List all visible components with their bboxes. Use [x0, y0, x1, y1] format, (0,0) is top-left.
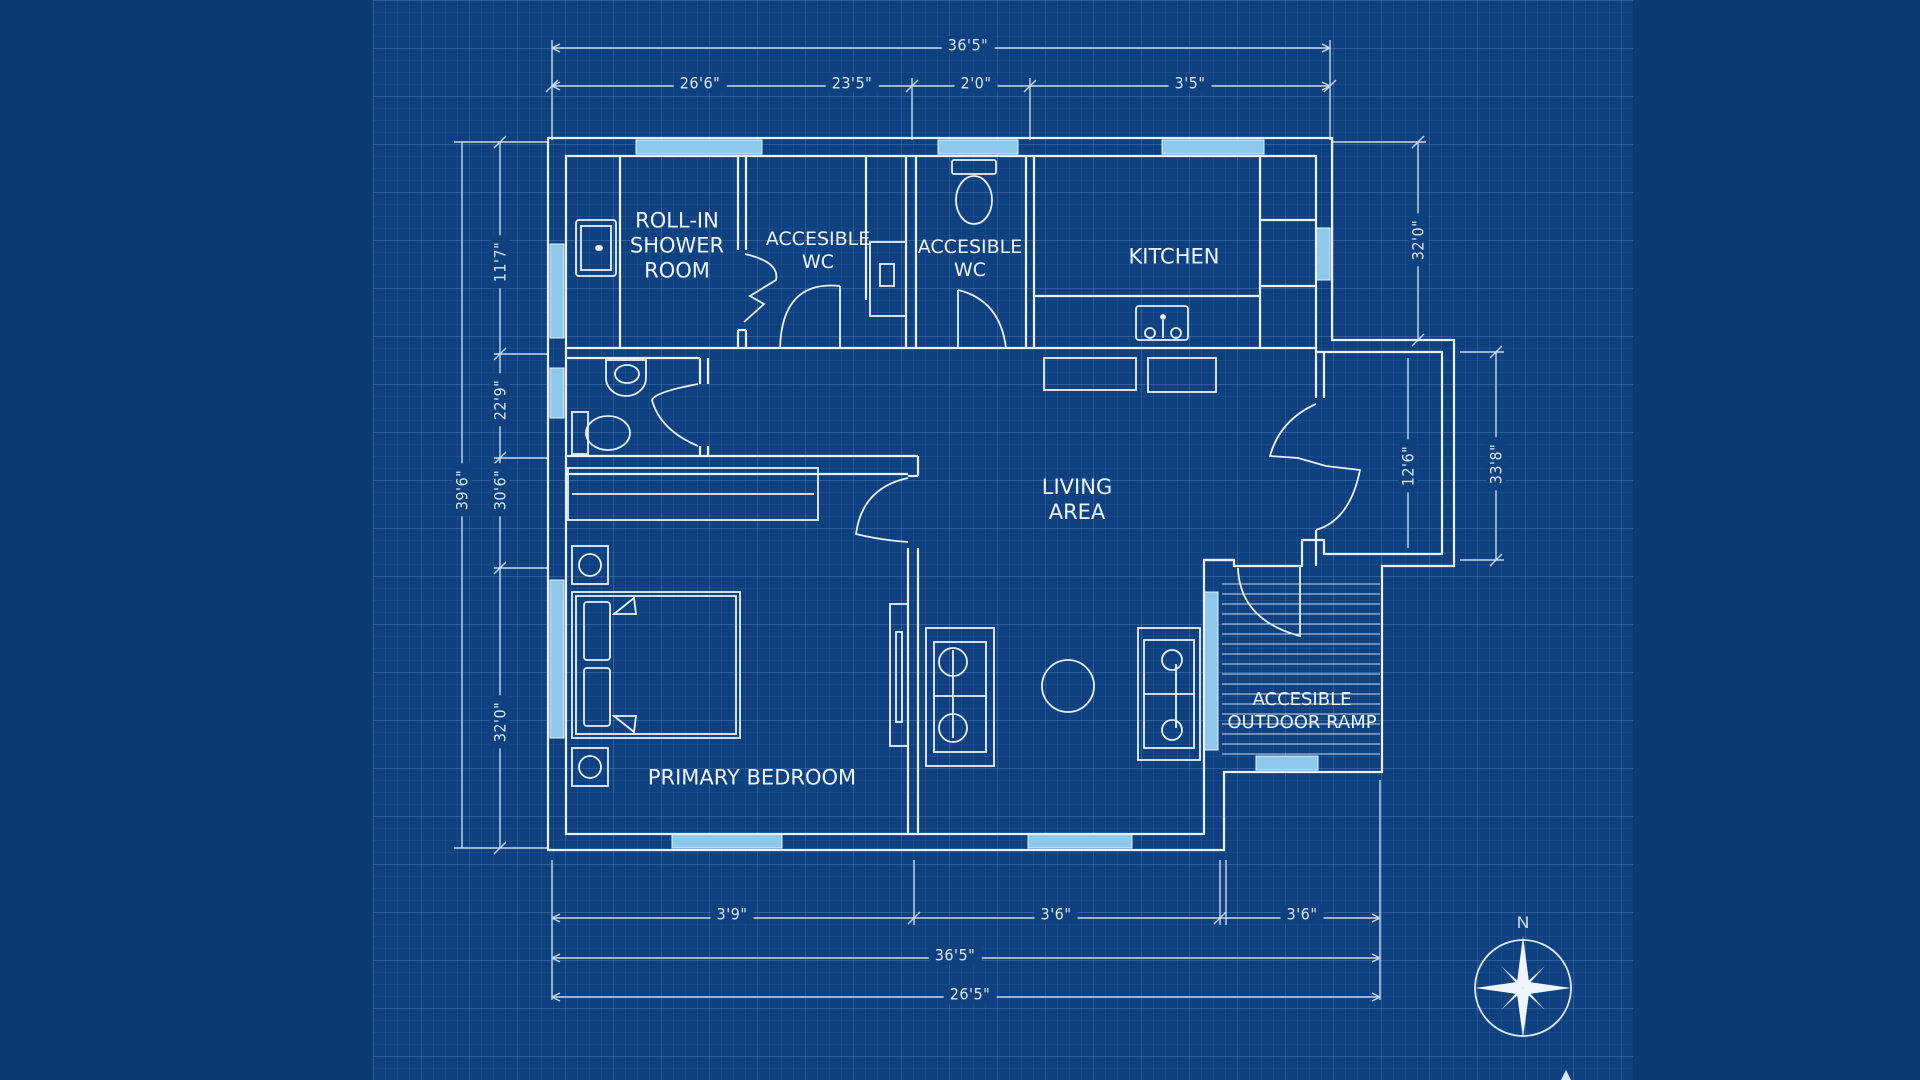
- dim-left-seg-1: 11'7": [490, 235, 510, 289]
- ramp-hatching: [1222, 583, 1380, 755]
- dim-bottom-seg-3: 3'6": [1280, 904, 1324, 924]
- dim-left-overall: 39'6": [452, 463, 472, 517]
- dim-left-seg-4: 32'0": [490, 695, 510, 749]
- dim-bottom-overall-2: 26'5": [943, 984, 997, 1004]
- dim-right-inner: 12'6": [1398, 439, 1418, 493]
- room-label-primary-bedroom: PRIMARY BEDROOM: [647, 765, 857, 790]
- blueprint-sheet: [373, 0, 1633, 1080]
- dim-bottom-overall-1: 36'5": [928, 945, 982, 965]
- windows: [549, 139, 1331, 849]
- dim-left-seg-3: 30'6": [490, 463, 510, 517]
- dim-bottom-seg-1: 3'9": [710, 904, 754, 924]
- dim-right-top: 32'0": [1408, 213, 1428, 267]
- dim-top-overall: 36'5": [941, 35, 995, 55]
- dim-top-seg-4: 3'5": [1168, 73, 1212, 93]
- dim-right-outer: 33'8": [1486, 437, 1506, 491]
- dim-top-seg-2: 23'5": [825, 73, 879, 93]
- walls: [546, 136, 1456, 852]
- dim-top-seg-1: 26'6": [673, 73, 727, 93]
- compass-rose-icon: [1474, 936, 1572, 1038]
- dim-top-seg-3: 2'0": [954, 73, 998, 93]
- fixtures: [567, 159, 1217, 787]
- corner-marker-icon: [1561, 1070, 1571, 1080]
- compass-north-label: N: [1516, 913, 1530, 932]
- doors: [651, 253, 1362, 638]
- dim-bottom-seg-2: 3'6": [1034, 904, 1078, 924]
- dim-left-seg-2: 22'9": [490, 373, 510, 427]
- room-label-kitchen: KITCHEN: [1128, 244, 1220, 269]
